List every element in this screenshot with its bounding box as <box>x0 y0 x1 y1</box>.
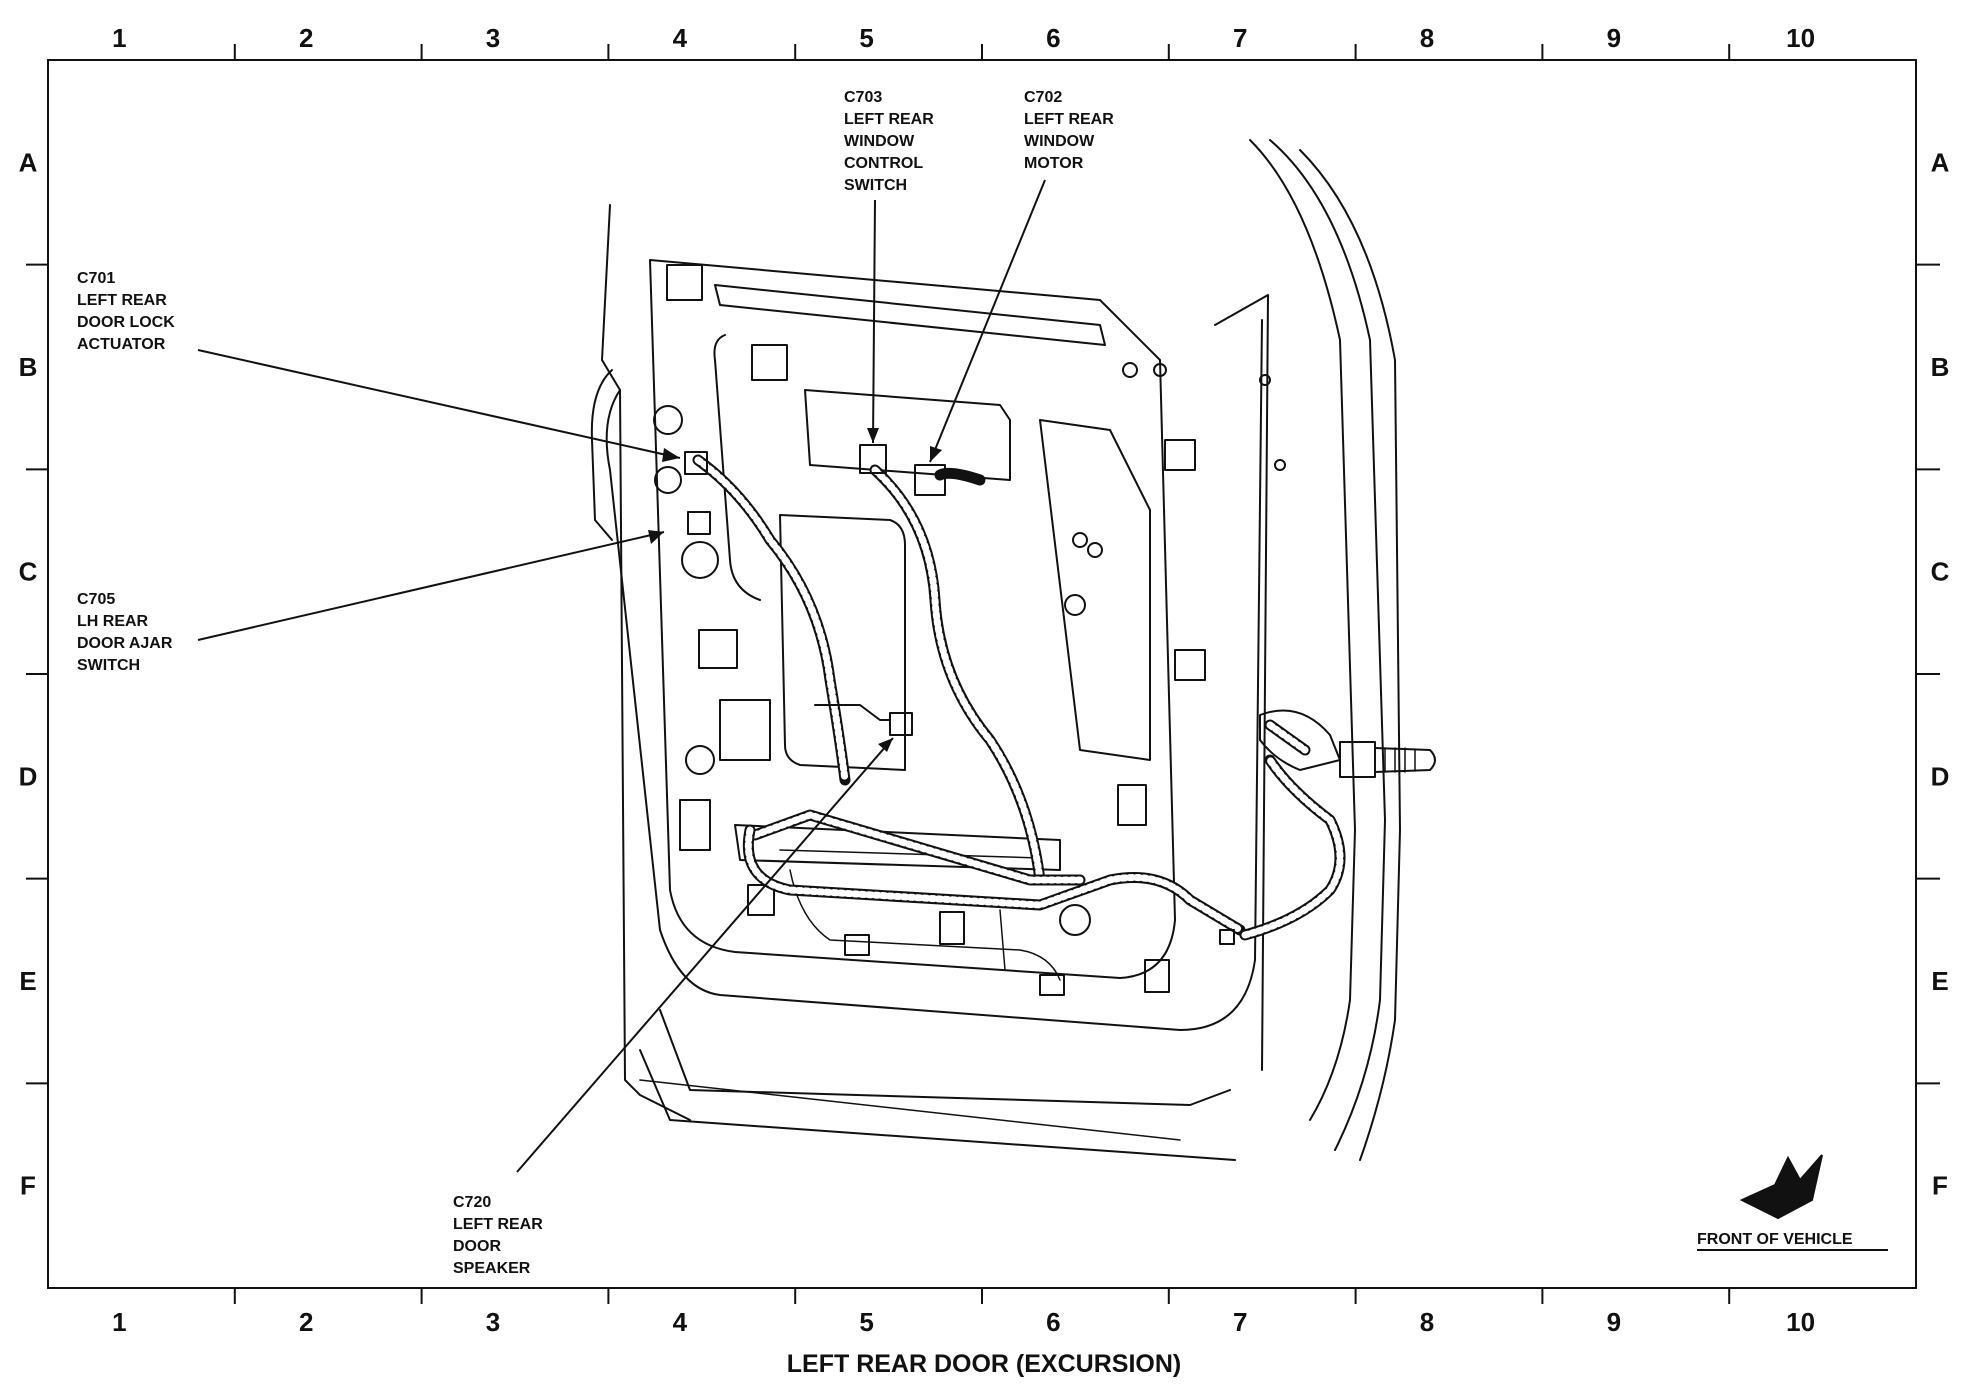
front-of-vehicle-arrow-icon <box>1739 1154 1823 1220</box>
grid-row-label: B <box>1931 352 1950 382</box>
grid-column-label: 8 <box>1420 1307 1434 1337</box>
grid-column-label: 10 <box>1786 1307 1815 1337</box>
diagram-frame <box>47 59 1917 1289</box>
front-of-vehicle-indicator: FRONT OF VEHICLE <box>1697 1154 1888 1251</box>
grid-row-label: E <box>19 966 36 996</box>
callout-line: C705 <box>77 591 115 608</box>
grid-column-label: 7 <box>1233 23 1247 53</box>
grid-column-labels-bottom: 1 2 3 4 5 6 7 8 9 10 <box>112 1307 1815 1337</box>
callout-line: LEFT REAR <box>844 111 934 128</box>
grid-column-label: 4 <box>673 23 688 53</box>
callout-line: CONTROL <box>844 155 923 172</box>
grid-row-label: B <box>19 352 38 382</box>
grid-column-label: 6 <box>1046 1307 1060 1337</box>
callout-line: C702 <box>1024 89 1062 106</box>
grid-row-label: F <box>1932 1171 1948 1201</box>
grid-row-label: A <box>1931 147 1950 177</box>
grid-column-label: 7 <box>1233 1307 1247 1337</box>
diagram-title: LEFT REAR DOOR (EXCURSION) <box>787 1350 1181 1378</box>
callout-line: ACTUATOR <box>77 336 166 353</box>
grid-column-label: 9 <box>1607 23 1621 53</box>
grid-column-label: 3 <box>486 1307 500 1337</box>
grid-row-labels-left: A B C D E F <box>19 147 38 1200</box>
grid-column-label: 2 <box>299 23 313 53</box>
grid-column-label: 3 <box>486 23 500 53</box>
callout-line: WINDOW <box>844 133 915 150</box>
callout-line: SWITCH <box>844 177 907 194</box>
grid-row-label: A <box>19 147 38 177</box>
grid-ticks <box>26 44 1940 1304</box>
callout-line: LH REAR <box>77 613 149 630</box>
grid-row-label: F <box>20 1171 36 1201</box>
callout-line: SWITCH <box>77 657 140 674</box>
callout-line: LEFT REAR <box>77 292 167 309</box>
grid-column-label: 6 <box>1046 23 1060 53</box>
grid-column-label: 9 <box>1607 1307 1621 1337</box>
callout-line: LEFT REAR <box>1024 111 1114 128</box>
callout-line: C701 <box>77 270 115 287</box>
grid-row-label: E <box>1931 966 1948 996</box>
callout-line: WINDOW <box>1024 133 1095 150</box>
front-of-vehicle-label: FRONT OF VEHICLE <box>1697 1231 1853 1248</box>
grid-row-label: D <box>19 761 38 791</box>
grid-column-label: 2 <box>299 1307 313 1337</box>
grid-column-labels-top: 1 2 3 4 5 6 7 8 9 10 <box>112 23 1815 53</box>
grid-column-label: 1 <box>112 23 126 53</box>
connectors <box>684 444 1235 945</box>
grid-row-label: D <box>1931 761 1950 791</box>
grid-column-label: 1 <box>112 1307 126 1337</box>
door-illustration <box>590 139 1436 1161</box>
grid-column-label: 8 <box>1420 23 1434 53</box>
grid-column-label: 10 <box>1786 23 1815 53</box>
callout-line: DOOR LOCK <box>77 314 175 331</box>
grid-column-label: 5 <box>859 1307 873 1337</box>
callout-line: C720 <box>453 1194 491 1211</box>
callout-line: SPEAKER <box>453 1260 531 1277</box>
callout-line: DOOR <box>453 1238 501 1255</box>
wire-harness <box>692 454 1346 941</box>
callout-line: MOTOR <box>1024 155 1084 172</box>
grid-column-label: 4 <box>673 1307 688 1337</box>
callout-line: LEFT REAR <box>453 1216 543 1233</box>
callout-line: C703 <box>844 89 882 106</box>
grid-row-labels-right: A B C D E F <box>1931 147 1950 1200</box>
callout-line: DOOR AJAR <box>77 635 173 652</box>
callout-c705: C705 LH REAR DOOR AJAR SWITCH <box>77 591 173 674</box>
grid-row-label: C <box>19 557 38 587</box>
grid-column-label: 5 <box>859 23 873 53</box>
grid-row-label: C <box>1931 557 1950 587</box>
leader-lines <box>197 179 1046 1173</box>
